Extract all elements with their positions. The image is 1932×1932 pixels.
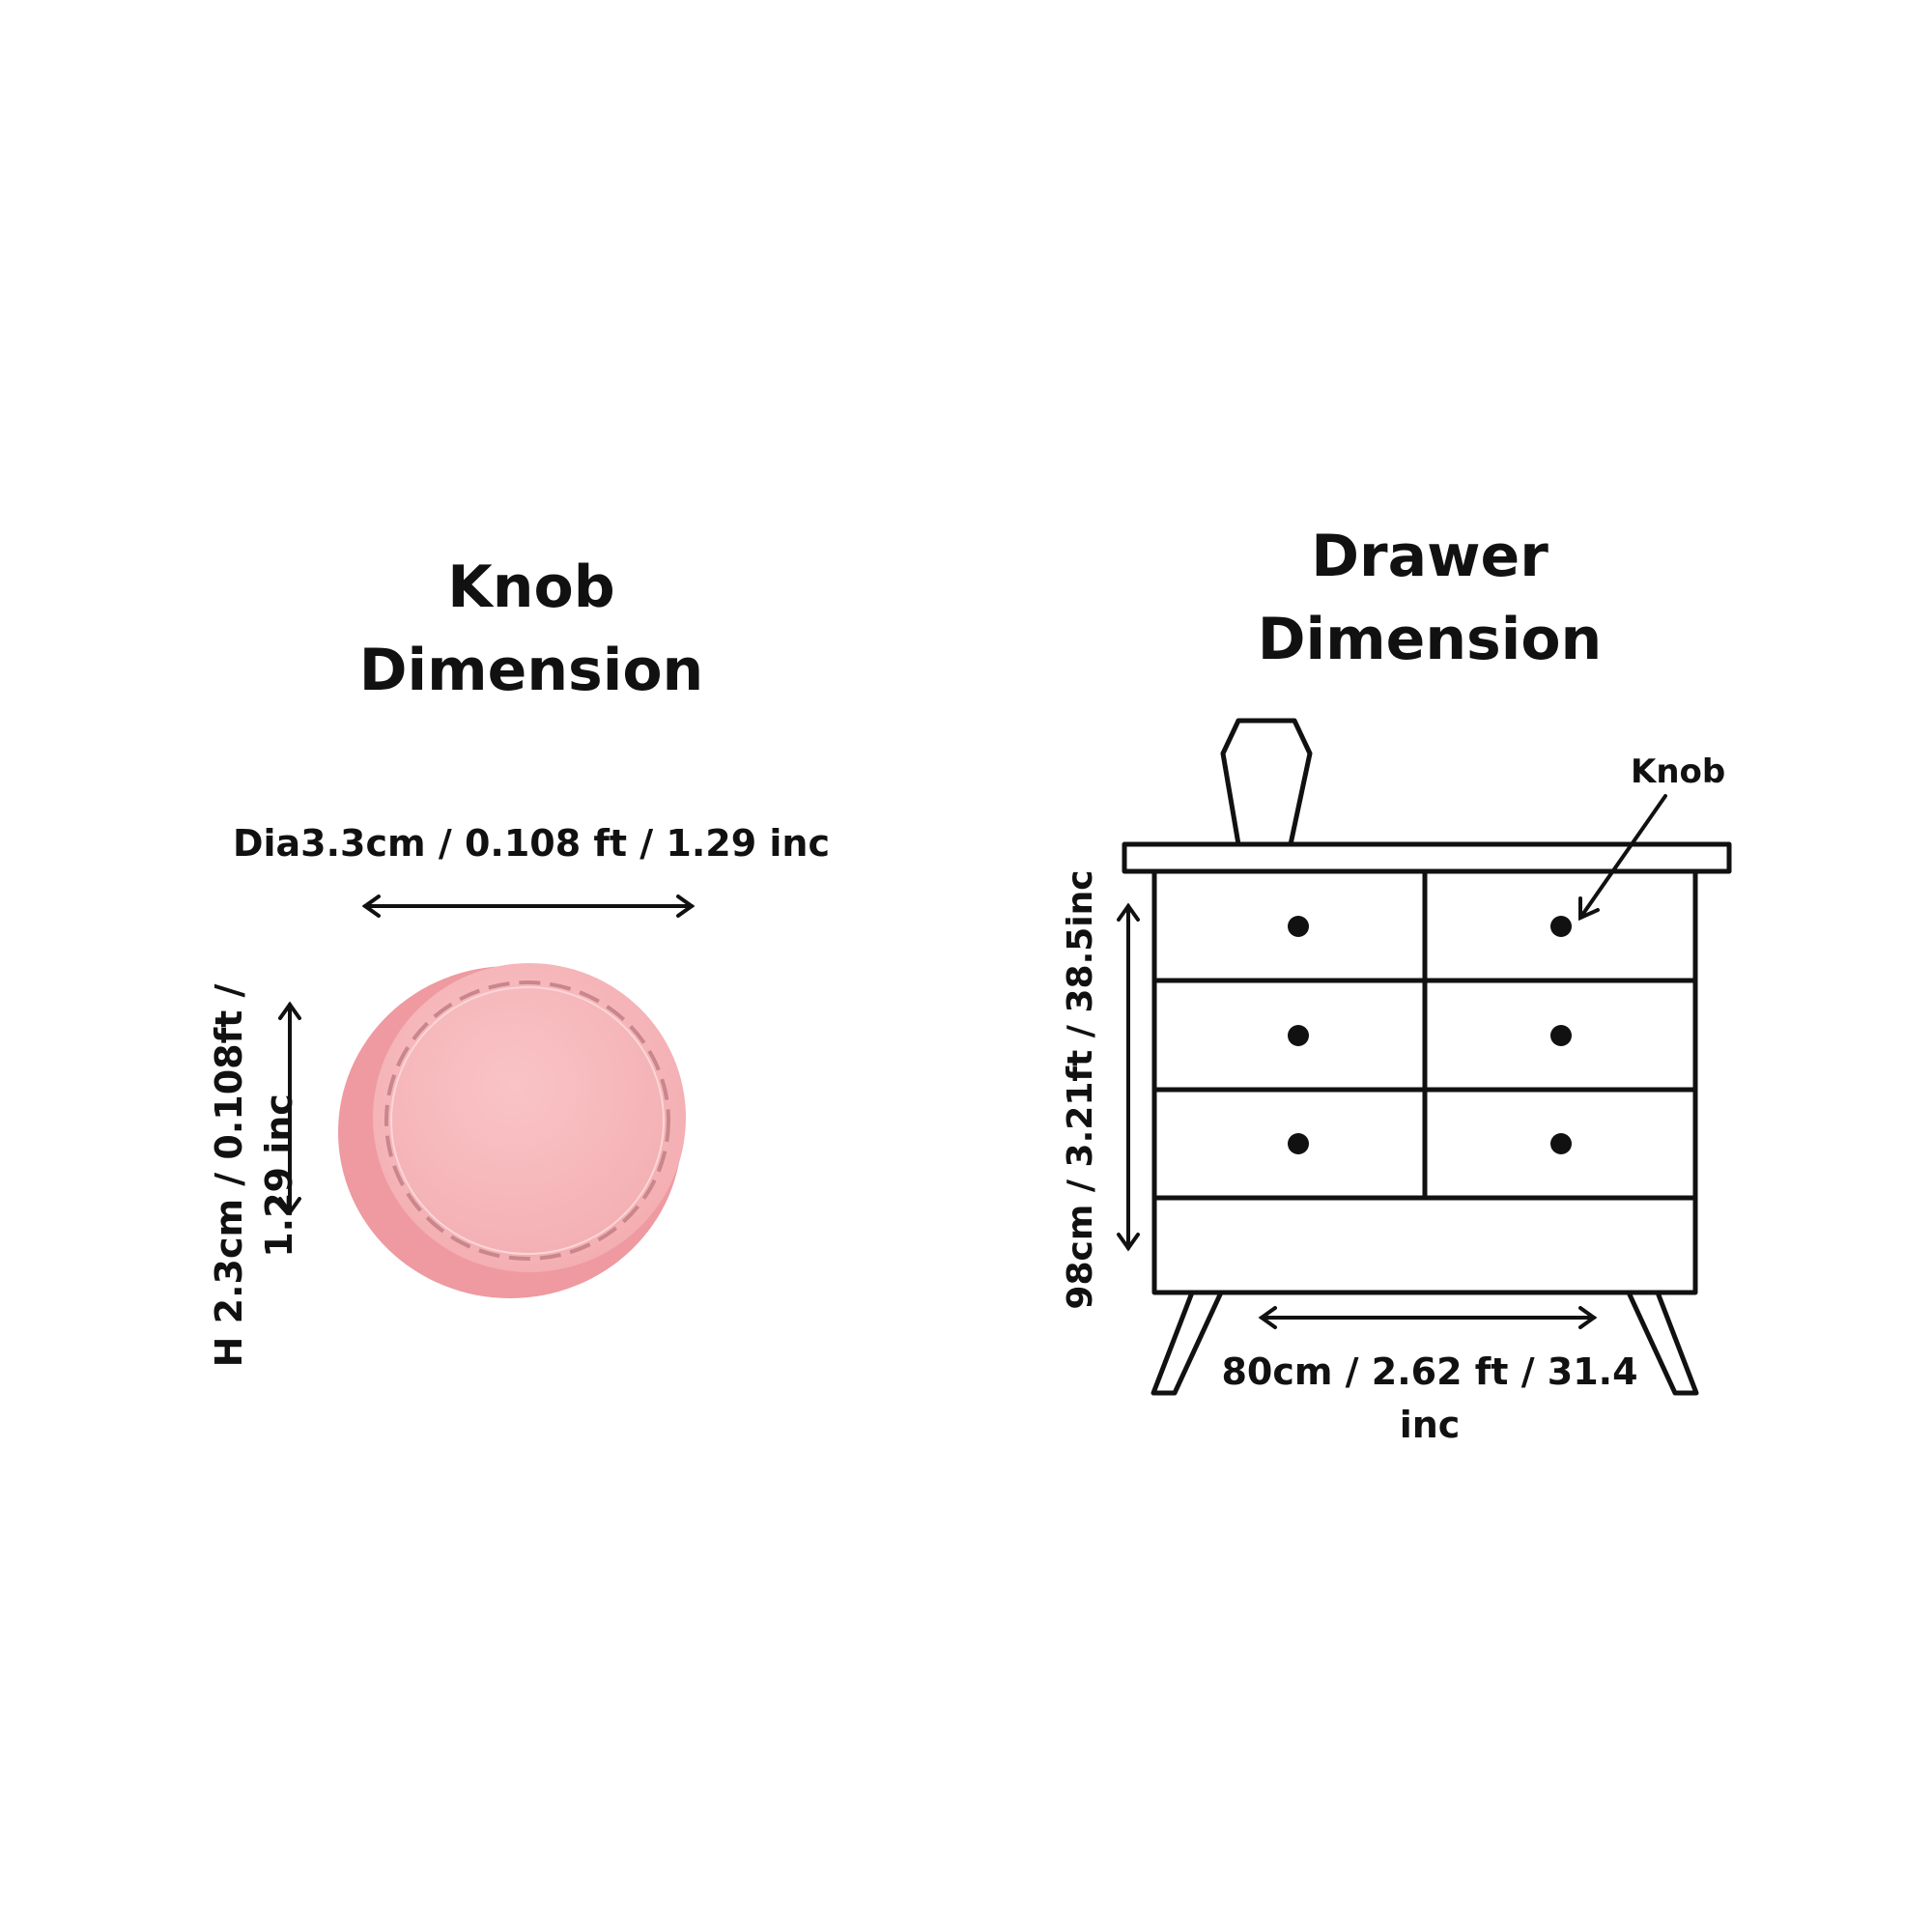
knob-callout-arrow [1578,794,1667,922]
drawer-knob-dot [1288,1133,1309,1154]
drawer-dimension-heading: Drawer Dimension [1188,515,1671,681]
knob-heading-line1: Knob [447,554,615,621]
drawer-knob-dot [1288,916,1309,937]
drawer-width-label: 80cm / 2.62 ft / 31.4 inc [1188,1346,1671,1452]
dresser-drawing [1122,718,1732,1396]
vase-icon [1220,718,1313,845]
knob-diameter-arrow [361,895,696,918]
drawer-knob-dot [1550,916,1572,937]
right-leg [1626,1291,1699,1396]
drawer-heading-line1: Drawer [1311,523,1548,590]
knob-stitching-highlight [390,986,665,1255]
drawer-width-label-line1: 80cm / 2.62 ft / 31.4 [1221,1350,1638,1393]
drawer-knob-dot [1550,1133,1572,1154]
knob-face [373,963,686,1272]
knob-stitching [384,980,670,1261]
knob-callout-label: Knob [1631,753,1726,791]
knob-dimension-heading: Knob Dimension [290,546,773,712]
drawer-knob-dot [1550,1025,1572,1046]
drawer-knobs [1288,916,1572,1154]
drawer-height-arrow [1117,902,1140,1252]
knob-diameter-label: Dia3.3cm / 0.108 ft / 1.29 inc [232,822,831,865]
drawer-width-arrow [1258,1306,1598,1329]
drawer-width-label-line2: inc [1399,1404,1461,1446]
knob-height-arrow [278,1001,301,1216]
knob-heading-line2: Dimension [358,637,704,704]
knob-illustration [338,963,686,1298]
dresser-top [1122,841,1732,874]
drawer-knob-dot [1288,1025,1309,1046]
left-leg [1151,1291,1224,1396]
drawer-heading-line2: Dimension [1257,606,1603,673]
